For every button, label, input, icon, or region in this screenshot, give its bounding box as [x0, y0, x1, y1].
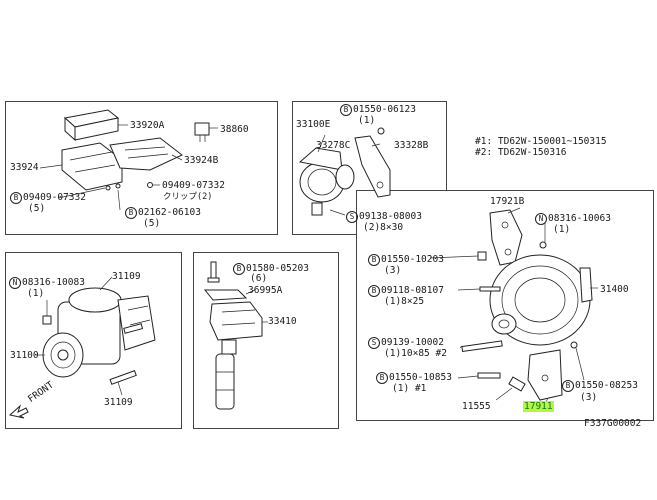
part-33924b: 33924B: [184, 155, 219, 166]
fastener-01580-qty: (6): [250, 273, 268, 284]
n-mark-icon: N: [9, 277, 21, 289]
part-17911-highlighted[interactable]: 17911: [523, 401, 554, 412]
bracket-33328b-drawing: [354, 135, 391, 198]
part-11555: 11555: [462, 401, 491, 412]
fastener-09118-qty: (1)8×25: [384, 296, 425, 307]
b-mark-icon: B: [10, 192, 22, 204]
n-mark-icon: N: [535, 213, 547, 225]
s-mark-icon: S: [346, 211, 358, 223]
fastener-09138-qty: (2)8×30: [363, 222, 404, 233]
figure-code: F337G00002: [584, 418, 642, 429]
fastener-09409-clip-qty: クリップ(2): [163, 192, 213, 202]
fastener-09409-clip: 09409-07332: [162, 180, 225, 191]
sensor-drawing: [298, 134, 355, 216]
part-33278c: 33278C: [316, 140, 351, 151]
part-36995a: 36995A: [248, 285, 283, 296]
starter-drawing: [42, 287, 156, 378]
legend-line-1: #1: TD62W-150001~150315: [475, 136, 607, 147]
part-33100e: 33100E: [296, 119, 331, 130]
bracket-33924b-drawing: [109, 137, 183, 171]
fastener-08316-10083-qty: (1): [27, 288, 45, 299]
b-mark-icon: B: [562, 380, 574, 392]
s-mark-icon: S: [368, 337, 380, 349]
fastener-01550-10203-qty: (3): [384, 265, 402, 276]
bracket-33924-drawing: [39, 142, 123, 191]
fastener-01550-06123-qty: (1): [358, 115, 376, 126]
ignition-coil-drawing: [203, 261, 263, 410]
part-31109-top: 31109: [112, 271, 141, 282]
part-33920a: 33920A: [130, 120, 165, 131]
fastener-01550-10853-qty: (1) #1: [392, 383, 427, 394]
fastener-01550-08253-qty: (3): [580, 392, 598, 403]
fastener-02162-qty: (5): [143, 218, 161, 229]
fastener-09409-qty: (5): [28, 203, 46, 214]
part-33328b: 33328B: [394, 140, 429, 151]
relay-drawing: [194, 122, 218, 142]
part-33410: 33410: [268, 316, 297, 327]
b-mark-icon: B: [368, 254, 380, 266]
b-mark-icon: B: [340, 104, 352, 116]
front-arrow-icon: [8, 404, 29, 419]
part-31109-bottom: 31109: [104, 397, 133, 408]
alternator-drawing: [489, 209, 593, 401]
part-38860: 38860: [220, 124, 249, 135]
fastener-09139-qty: (1)10×85 #2: [384, 348, 447, 359]
part-33924: 33924: [10, 162, 39, 173]
ecu-box-drawing: [63, 109, 128, 142]
fastener-08316-10063-qty: (1): [553, 224, 571, 235]
part-17921b: 17921B: [490, 196, 525, 207]
part-31100: 31100: [10, 350, 39, 361]
b-mark-icon: B: [368, 285, 380, 297]
b-mark-icon: B: [233, 263, 245, 275]
part-31400: 31400: [600, 284, 629, 295]
legend-line-2: #2: TD62W-150316: [475, 147, 567, 158]
b-mark-icon: B: [125, 207, 137, 219]
b-mark-icon: B: [376, 372, 388, 384]
